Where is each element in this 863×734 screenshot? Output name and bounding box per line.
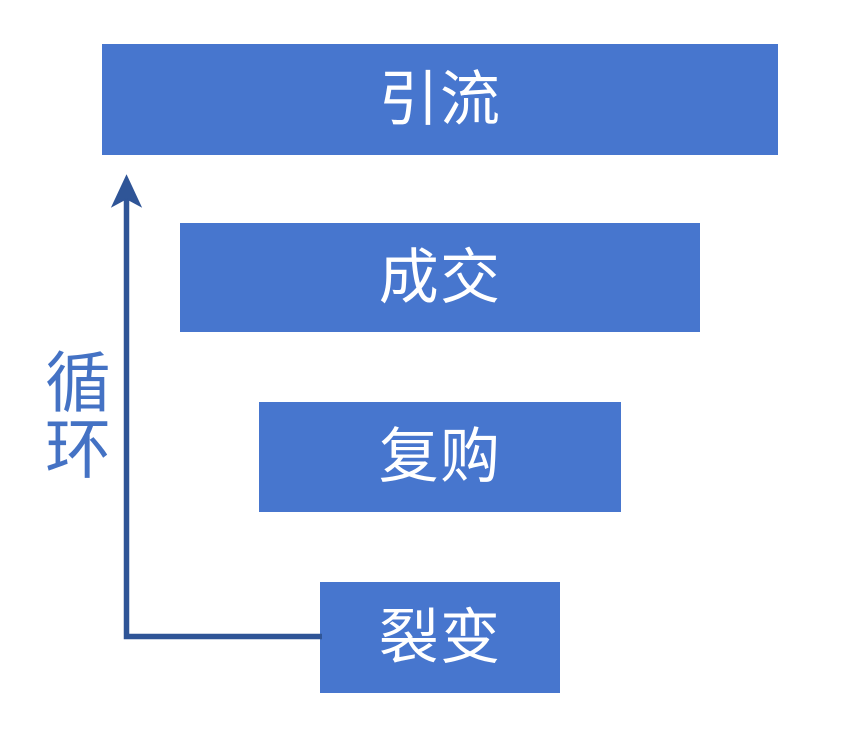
stage-label-bianbian: 裂变 <box>378 603 502 671</box>
stage-box-fugou[interactable]: 复购 <box>259 402 621 512</box>
cycle-label: 循环 <box>36 348 110 482</box>
stage-label-yinliu: 引流 <box>378 65 502 133</box>
stage-box-bianbian[interactable]: 裂变 <box>320 582 560 693</box>
stage-label-chengjiao: 成交 <box>378 243 502 311</box>
stage-label-fugou: 复购 <box>378 423 502 490</box>
stage-box-yinliu[interactable]: 引流 <box>102 44 778 155</box>
stage-box-chengjiao[interactable]: 成交 <box>180 223 700 332</box>
